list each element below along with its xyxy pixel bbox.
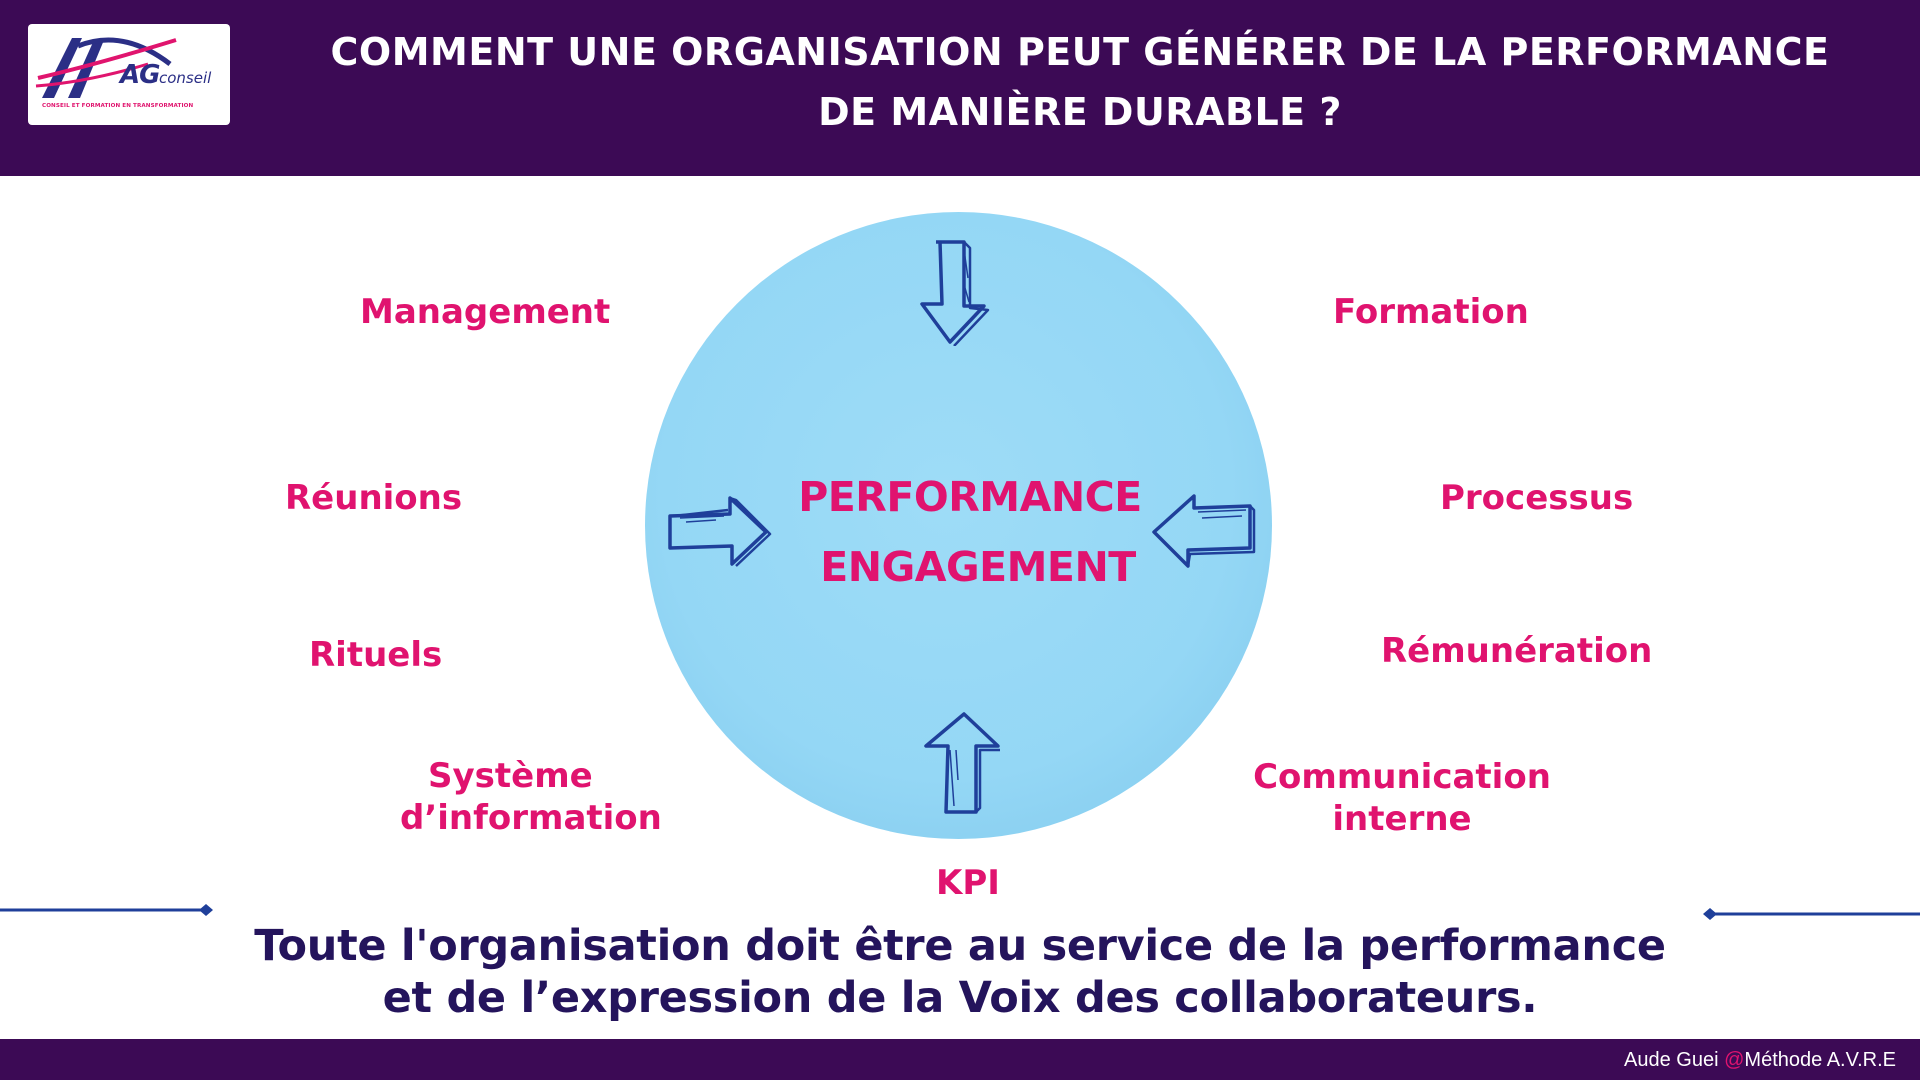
factor-systeme-line-1: Système bbox=[428, 756, 593, 796]
credit-text: Aude Guei @Méthode A.V.R.E bbox=[1624, 1047, 1896, 1073]
conclusion-text: Toute l'organisation doit être au servic… bbox=[160, 920, 1760, 1024]
factor-systeme-line-2: d’information bbox=[400, 798, 662, 838]
credit-author: Aude Guei bbox=[1624, 1049, 1719, 1071]
footer-banner: Aude Guei @Méthode A.V.R.E bbox=[0, 1039, 1920, 1080]
title-line-2: DE MANIÈRE DURABLE ? bbox=[818, 90, 1342, 134]
conclusion-line-1: Toute l'organisation doit être au servic… bbox=[254, 921, 1666, 971]
header-banner: AG conseil CONSEIL ET FORMATION EN TRANS… bbox=[0, 0, 1920, 176]
logo-initials: AG bbox=[120, 60, 160, 90]
credit-at: @ bbox=[1724, 1049, 1745, 1071]
factor-kpi: KPI bbox=[936, 863, 1000, 903]
arrow-up-icon bbox=[924, 712, 1000, 814]
arrow-right-icon bbox=[668, 496, 772, 567]
center-label-engagement: ENGAGEMENT bbox=[820, 543, 1136, 591]
arrow-left-icon bbox=[1152, 494, 1256, 568]
factor-rituels: Rituels bbox=[309, 635, 443, 675]
arrow-down-icon bbox=[920, 240, 990, 346]
factor-management: Management bbox=[360, 292, 611, 332]
conclusion-line-2: et de l’expression de la Voix des collab… bbox=[382, 973, 1538, 1023]
title-line-1: COMMENT UNE ORGANISATION PEUT GÉNÉRER DE… bbox=[330, 30, 1830, 74]
logo-tagline: CONSEIL ET FORMATION EN TRANSFORMATION bbox=[42, 103, 194, 109]
factor-communication-line-2: interne bbox=[1332, 799, 1472, 839]
ag-conseil-logo: AG conseil CONSEIL ET FORMATION EN TRANS… bbox=[28, 24, 230, 125]
center-label-performance: PERFORMANCE bbox=[798, 473, 1142, 521]
left-divider-line bbox=[0, 904, 213, 916]
factor-communication-interne: Communication interne bbox=[1252, 756, 1552, 840]
logo-word: conseil bbox=[159, 69, 212, 87]
factor-formation: Formation bbox=[1333, 292, 1529, 332]
page-title: COMMENT UNE ORGANISATION PEUT GÉNÉRER DE… bbox=[250, 22, 1910, 142]
arches-icon bbox=[35, 37, 177, 98]
right-divider-line bbox=[1703, 908, 1920, 920]
credit-method: Méthode A.V.R.E bbox=[1744, 1049, 1896, 1071]
factor-communication-line-1: Communication bbox=[1253, 757, 1551, 797]
center-label: PERFORMANCE ENGAGEMENT bbox=[760, 462, 1180, 602]
factor-processus: Processus bbox=[1440, 478, 1634, 518]
factor-remuneration: Rémunération bbox=[1381, 631, 1653, 671]
factor-reunions: Réunions bbox=[285, 478, 463, 518]
factor-systeme-information: Système d’information bbox=[400, 755, 662, 839]
center-circle bbox=[645, 212, 1272, 839]
